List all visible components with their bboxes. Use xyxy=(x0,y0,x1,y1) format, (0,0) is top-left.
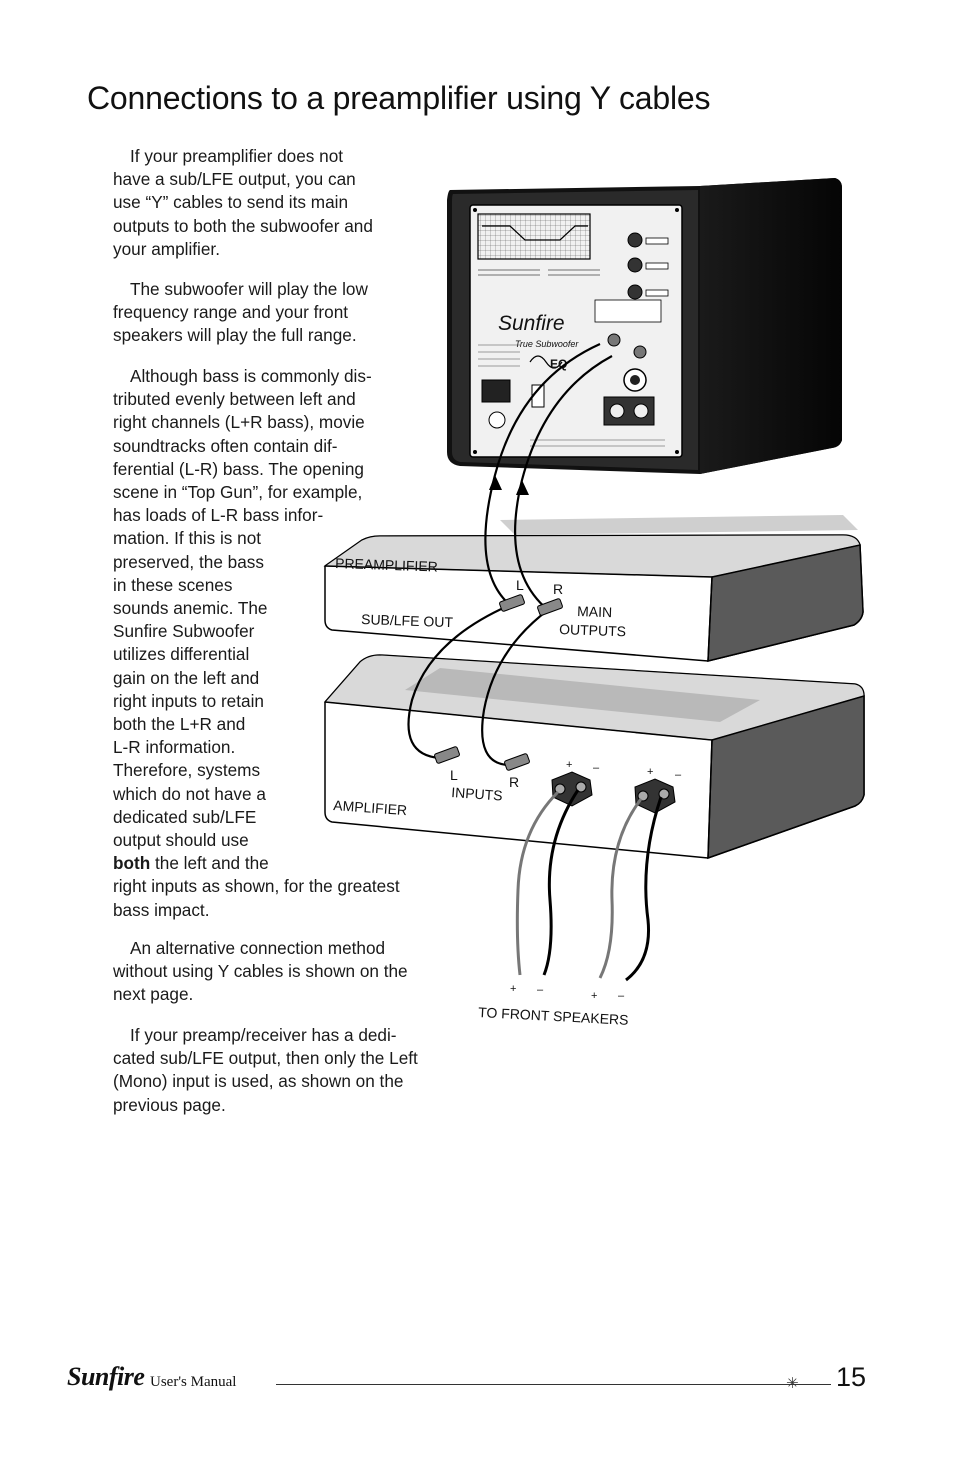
rca-plugs xyxy=(434,594,563,771)
footer-brand-logo: Sunfire xyxy=(67,1362,145,1391)
bold-emphasis: both xyxy=(113,853,151,874)
page-title: Connections to a preamplifier using Y ca… xyxy=(87,80,711,116)
text-line: soundtracks often contain dif- xyxy=(113,435,338,456)
text-line: If your preamplifier does not xyxy=(130,146,344,166)
preamp-left-label: L xyxy=(516,577,524,593)
text-line: Therefore, systems xyxy=(113,760,261,781)
preamplifier-label: PREAMPLIFIER xyxy=(335,555,438,575)
text-line: right channels (L+R bass), movie xyxy=(113,412,365,433)
text-line: both the L+R and xyxy=(113,714,246,735)
text-line: The subwoofer will play the low xyxy=(130,279,368,299)
terminal-minus-label: – xyxy=(593,762,600,774)
text-line: cated sub/LFE output, then only the Left xyxy=(113,1048,418,1069)
speaker-terminal xyxy=(634,778,676,814)
text-line: next page. xyxy=(113,984,194,1005)
main-outputs-label: OUTPUTS xyxy=(559,621,626,639)
terminal-plus-label: + xyxy=(566,759,572,771)
text-line: in these scenes xyxy=(113,574,233,595)
subwoofer-model: True Subwoofer xyxy=(515,339,579,349)
speaker-minus-label: – xyxy=(618,990,625,1002)
text-line: output should use xyxy=(113,830,249,851)
speaker-wires xyxy=(515,789,663,982)
text-line: use “Y” cables to send its main xyxy=(113,192,349,213)
text-line: Although bass is commonly dis- xyxy=(130,366,372,386)
preamp-right-label: R xyxy=(553,581,563,597)
text-line: (Mono) input is used, as shown on the xyxy=(113,1071,404,1092)
text-line: If your preamp/receiver has a dedi- xyxy=(130,1025,397,1045)
text-line: has loads of L-R bass infor- xyxy=(113,505,324,526)
text-line: An alternative connection method xyxy=(130,938,386,958)
footer-divider xyxy=(276,1384,831,1385)
text-line: mation. If this is not xyxy=(113,528,262,549)
text-line: frequency range and your front xyxy=(113,302,349,323)
sub-lfe-out-label: SUB/LFE OUT xyxy=(361,611,454,630)
range-paragraph: The subwoofer will play the low frequenc… xyxy=(113,278,368,348)
text-line: tributed evenly between left and xyxy=(113,389,356,410)
page-number: 15 xyxy=(836,1362,867,1392)
text-line: bass impact. xyxy=(113,899,210,920)
text-line: your amplifier. xyxy=(113,238,220,259)
amplifier: AMPLIFIER L R INPUTS + – + – xyxy=(323,654,865,860)
preamplifier: PREAMPLIFIER SUB/LFE OUT L R MAIN OUTPUT… xyxy=(323,515,864,662)
text-line: utilizes differential xyxy=(113,644,250,665)
footer-manual-label: User's Manual xyxy=(150,1374,237,1390)
inputs-label: INPUTS xyxy=(451,784,503,804)
text-line: sounds anemic. The xyxy=(113,598,268,619)
speaker-plus-label: + xyxy=(510,983,516,995)
alternative-paragraph: An alternative connection method without… xyxy=(113,937,408,1007)
dedicated-sub-paragraph: If your preamp/receiver has a dedi- cate… xyxy=(113,1024,418,1117)
text-line: right inputs as shown, for the greatest xyxy=(113,876,400,897)
cable-arrows xyxy=(489,475,529,495)
intro-paragraph: If your preamplifier does not have a sub… xyxy=(113,145,373,261)
text-line: have a sub/LFE output, you can xyxy=(113,169,356,190)
amp-right-label: R xyxy=(509,774,519,790)
text-line: ferential (L-R) bass. The opening xyxy=(113,458,364,479)
text-line: without using Y cables is shown on the xyxy=(113,961,408,982)
terminal-minus-label: – xyxy=(675,769,682,781)
text-line: gain on the left and xyxy=(113,667,260,688)
subwoofer: Sunfire True Subwoofer EQ xyxy=(447,178,842,474)
text-line: Sunfire Subwoofer xyxy=(113,621,255,642)
bass-paragraph: Although bass is commonly dis- tributed … xyxy=(113,365,400,922)
subwoofer-brand: Sunfire xyxy=(498,312,565,335)
text-line: both the left and the xyxy=(113,852,400,875)
main-outputs-label: MAIN xyxy=(577,603,613,620)
front-speakers-label: TO FRONT SPEAKERS xyxy=(478,1004,629,1028)
speaker-terminal xyxy=(551,771,593,807)
speaker-minus-label: – xyxy=(537,984,544,996)
speaker-plus-label: + xyxy=(591,990,597,1002)
text-line: preserved, the bass xyxy=(113,551,264,572)
text-line: dedicated sub/LFE xyxy=(113,806,257,827)
text-run: the left and the xyxy=(150,853,269,874)
text-line: which do not have a xyxy=(113,783,266,804)
text-line: right inputs to retain xyxy=(113,690,264,711)
text-line: outputs to both the subwoofer and xyxy=(113,215,373,236)
subwoofer-eq-logo: EQ xyxy=(550,357,567,371)
subwoofer-knobs xyxy=(627,232,669,300)
text-line: previous page. xyxy=(113,1094,226,1115)
terminal-plus-label: + xyxy=(647,766,653,778)
amp-left-label: L xyxy=(450,767,458,783)
text-line: L-R information. xyxy=(113,737,236,758)
amplifier-label: AMPLIFIER xyxy=(333,797,408,818)
star-icon: ✳ xyxy=(786,1374,799,1392)
text-line: speakers will play the full range. xyxy=(113,325,357,346)
text-line: scene in “Top Gun”, for example, xyxy=(113,482,363,503)
